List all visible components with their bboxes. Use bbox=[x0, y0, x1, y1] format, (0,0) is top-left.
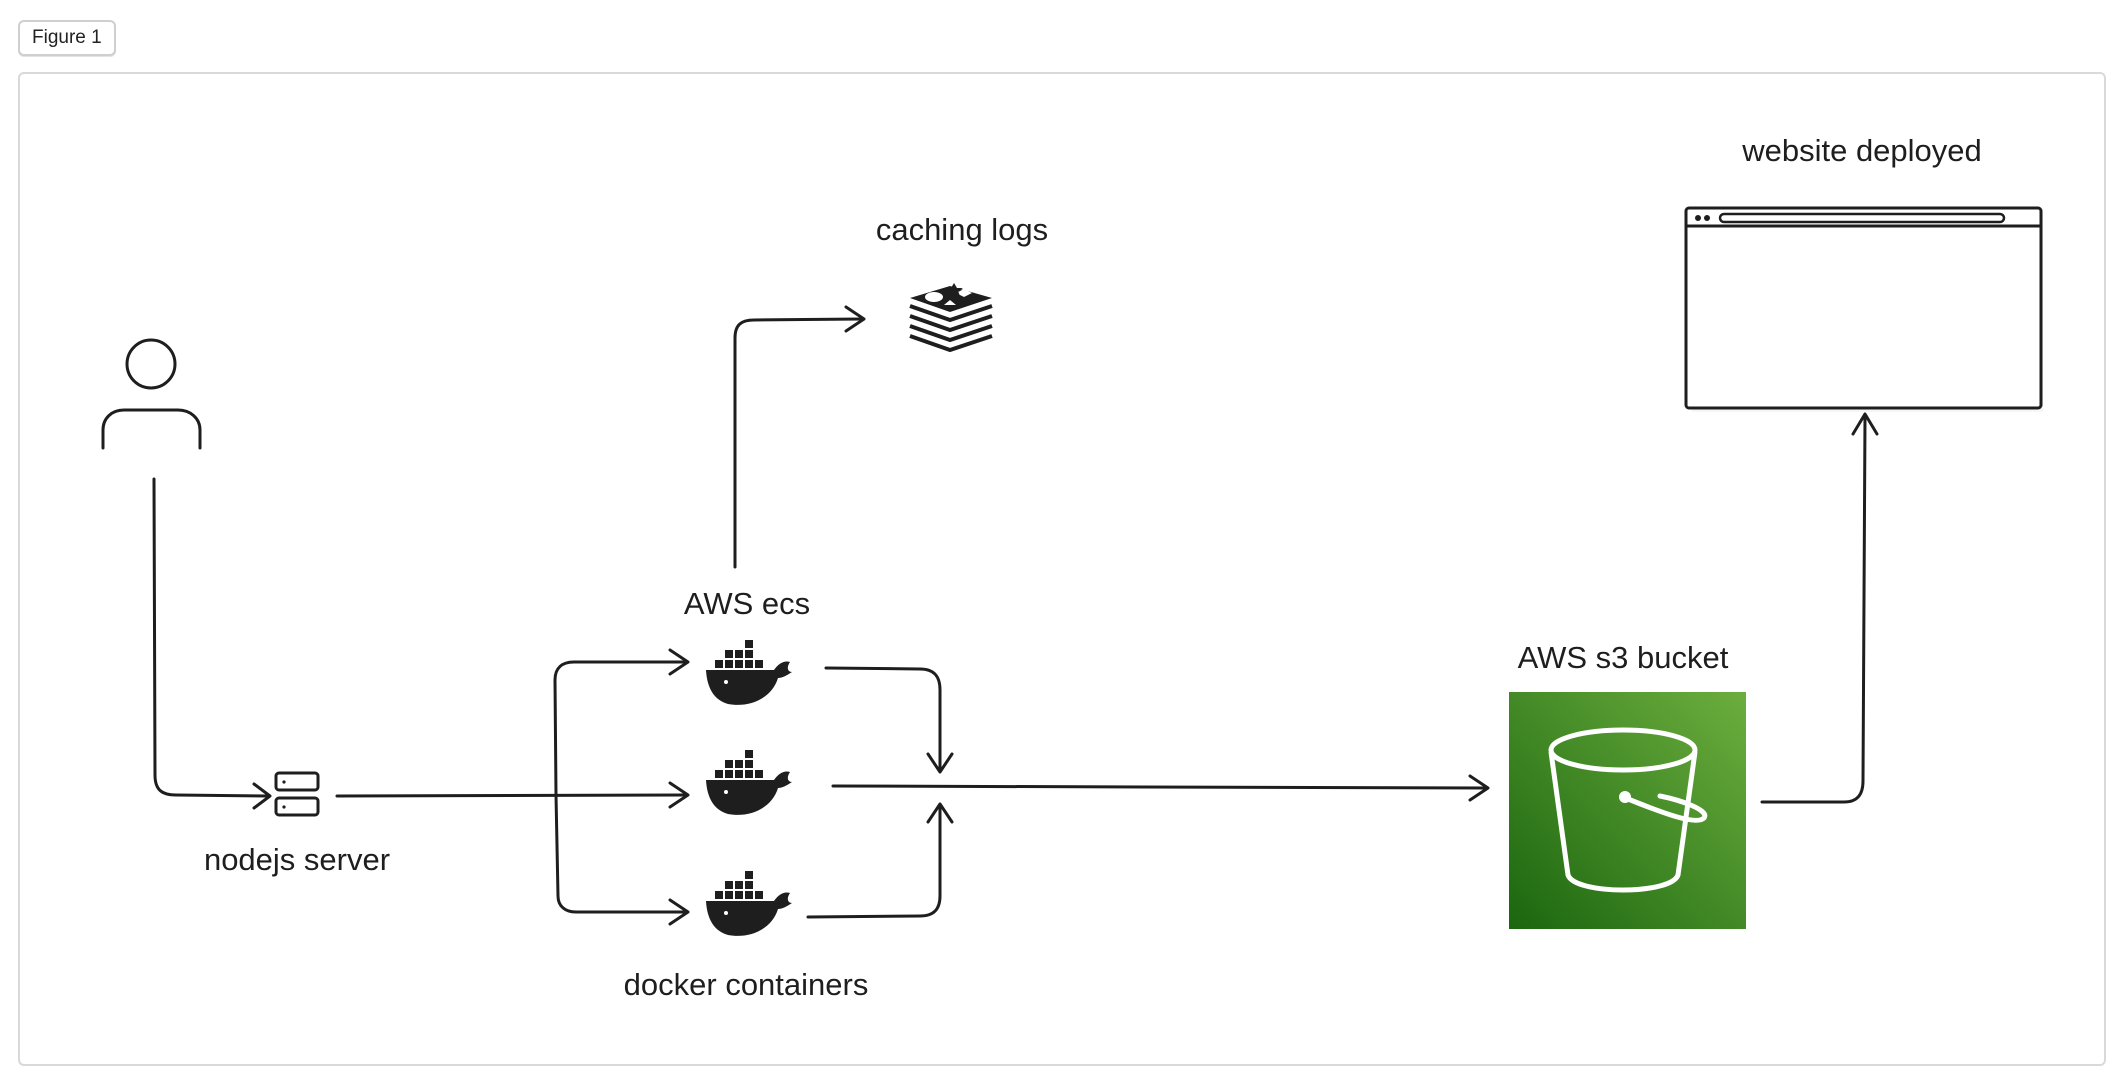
edge-server-to-container-2 bbox=[335, 781, 690, 809]
caching-logs-label: caching logs bbox=[876, 212, 1048, 247]
figure-tab[interactable]: Figure 1 bbox=[18, 20, 116, 56]
user-icon bbox=[101, 338, 202, 450]
s3-bucket-icon bbox=[1509, 692, 1746, 929]
aws-s3-bucket-label: AWS s3 bucket bbox=[1518, 640, 1729, 675]
edge-user-to-server bbox=[152, 477, 272, 810]
docker-whale-icon bbox=[706, 750, 792, 815]
edge-container-2-to-s3 bbox=[831, 774, 1490, 802]
server-icon bbox=[274, 771, 320, 817]
docker-whale-icon bbox=[706, 640, 792, 705]
edge-container-1-to-merge bbox=[824, 666, 954, 774]
redis-icon bbox=[909, 283, 993, 353]
edge-server-to-container-3 bbox=[554, 793, 690, 926]
docker-whale-icon bbox=[706, 871, 792, 936]
edge-server-to-container-1 bbox=[553, 648, 690, 797]
website-deployed-label: website deployed bbox=[1741, 133, 1982, 168]
edge-ecs-to-caching-logs bbox=[733, 305, 866, 569]
docker-containers-label: docker containers bbox=[624, 967, 869, 1002]
edge-container-3-to-merge bbox=[806, 802, 954, 919]
nodejs-server-label: nodejs server bbox=[204, 842, 390, 877]
edge-s3-to-website bbox=[1760, 412, 1879, 804]
figure-tab-label: Figure 1 bbox=[32, 27, 102, 48]
browser-window-icon bbox=[1684, 206, 2043, 412]
aws-ecs-label: AWS ecs bbox=[684, 586, 810, 621]
